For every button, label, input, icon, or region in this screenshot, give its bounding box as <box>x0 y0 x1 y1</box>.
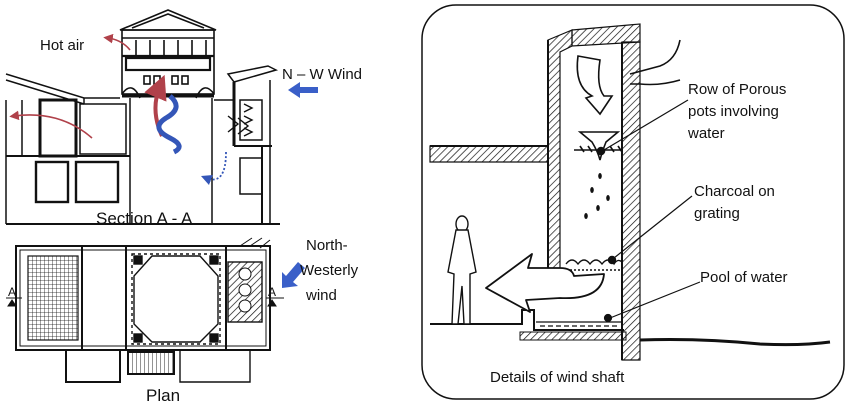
plan-drawing: A A North- Westerly wind Plan <box>6 237 359 405</box>
person-figure <box>447 215 477 325</box>
section-drawing: Hot air N – W Wind Section A - A <box>5 9 362 228</box>
incoming-wind-arrow <box>576 39 681 116</box>
section-mark-right: A <box>268 285 276 299</box>
plan-section-marks <box>6 297 284 307</box>
wind-shaft-detail: Row of Porous pots involving water Charc… <box>421 4 845 400</box>
plan-central-hall <box>131 253 221 345</box>
porous-pot <box>574 131 623 161</box>
shaft-walls <box>429 23 831 361</box>
nw-wind-arrow <box>288 82 318 98</box>
charcoal-grating <box>562 255 623 271</box>
north-westerly-label-1: North- <box>306 237 348 254</box>
charcoal-label-2: grating <box>694 205 740 222</box>
wind-tower <box>119 9 217 99</box>
detail-caption: Details of wind shaft <box>490 369 625 386</box>
plan-title: Plan <box>146 386 180 405</box>
hot-air-arrows <box>9 33 167 139</box>
cool-air-arrows <box>156 94 227 186</box>
north-westerly-label-3: wind <box>305 287 337 304</box>
nw-wind-label: N – W Wind <box>282 66 362 83</box>
leader-lines <box>603 99 701 319</box>
section-mark-left: A <box>8 285 16 299</box>
porous-label-1: Row of Porous <box>688 81 786 98</box>
wind-shaft-louvres <box>227 103 254 137</box>
outflow-arrow <box>485 253 605 313</box>
charcoal-label-1: Charcoal on <box>694 183 775 200</box>
plan-wind-arrow <box>282 262 305 288</box>
porous-label-2: pots involving <box>688 103 779 120</box>
pool-label: Pool of water <box>700 269 788 286</box>
hot-air-label: Hot air <box>40 37 84 54</box>
water-drops <box>584 173 610 219</box>
north-westerly-label-2: Westerly <box>300 262 359 279</box>
plan-wind-shaft <box>227 237 271 323</box>
plan-grid-room <box>27 255 79 341</box>
building-section <box>5 65 280 225</box>
porous-label-3: water <box>687 125 725 142</box>
section-title: Section A - A <box>96 209 193 228</box>
